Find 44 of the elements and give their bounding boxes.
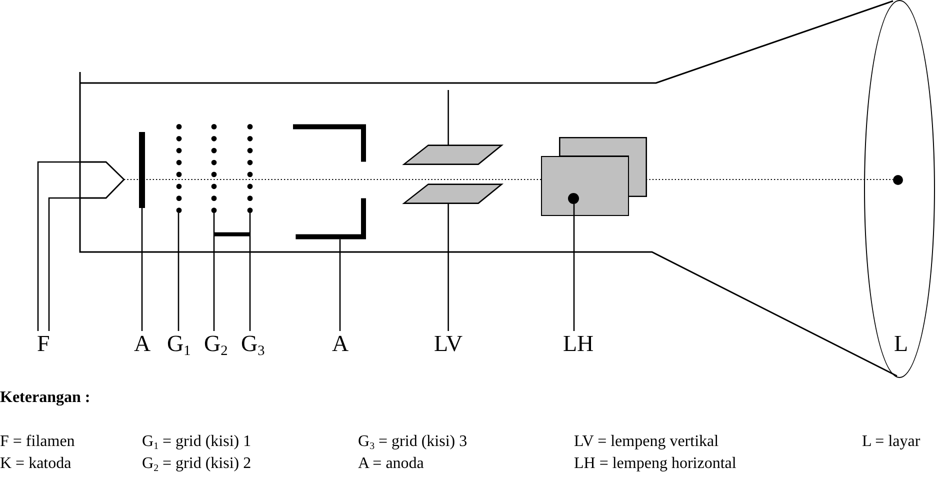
part-label: G$_{2}$ [204,331,228,357]
key-entry: LH = lempeng horizontal [574,455,736,473]
key-entry: F = filamen [0,433,75,451]
leader-line [48,197,80,331]
part-label: F [37,331,50,357]
grid-electrode [176,124,182,213]
part-label: A [332,331,349,357]
key-entry: LV = lempeng vertikal [574,433,719,451]
grid-electrode [211,124,217,213]
key-entry: L = layar [862,433,920,451]
part-label: G$_{3}$ [241,331,265,357]
key-entry: A = anoda [358,455,424,473]
screen-ellipse [864,0,935,378]
part-label: A [134,331,151,357]
deflection-plate [559,137,647,197]
leader-line [448,203,449,331]
key-entry: G$_{2}$ = grid (kisi) 2 [142,455,252,473]
grid-electrode [247,124,253,213]
part-label: L [894,331,908,357]
lead-wire [448,90,449,146]
key-heading: Keterangan : [0,389,90,407]
leader-line [213,213,215,331]
deflection-plate [403,144,503,166]
key-entry: G$_{3}$ = grid (kisi) 3 [358,433,468,451]
part-label: LV [434,331,463,357]
leader-line [178,213,180,331]
leader-line [249,213,251,331]
part-label: LH [563,331,594,357]
deflection-plate [403,183,503,205]
dot-icon [568,192,580,204]
beam-path-line [124,179,542,180]
anode-bracket [293,196,367,240]
key-entry: G$_{1}$ = grid (kisi) 1 [142,433,252,451]
leader-line [573,204,575,331]
key-entry: K = katoda [0,455,72,473]
anode-bracket [293,124,367,164]
cathode-plate [139,132,145,208]
leader-line [339,239,341,331]
part-label: G$_{1}$ [167,331,191,357]
filament-wire [80,161,125,199]
leader-line [37,161,80,331]
deflection-plate [541,156,629,216]
leader-line [141,208,143,331]
dot-icon [892,174,902,184]
